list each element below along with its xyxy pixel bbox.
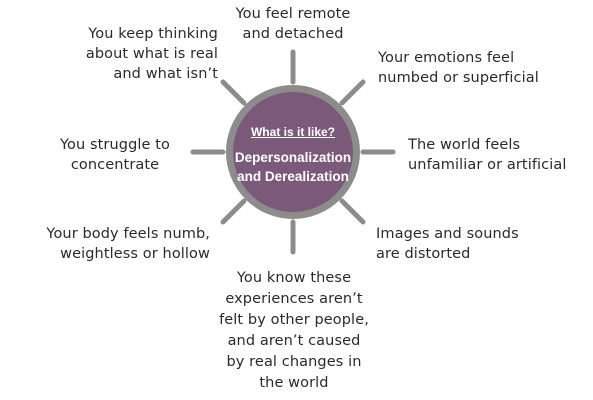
label-top-right: Your emotions feel numbed or superficial bbox=[378, 50, 539, 86]
spoke-top-right bbox=[339, 79, 366, 106]
spoke-bottom-left bbox=[220, 198, 247, 225]
label-bottom-left: Your body feels numb, weightless or holl… bbox=[46, 226, 210, 262]
label-left: You struggle to concentrate bbox=[59, 137, 171, 173]
label-top-left: You keep thinking about what is real and… bbox=[85, 26, 218, 82]
label-bottom: You know these experiences aren’t felt b… bbox=[219, 270, 369, 391]
label-right: The world feels unfamiliar or artificial bbox=[408, 137, 567, 173]
center-question: What is it like? bbox=[250, 125, 335, 139]
center-title: Depersonalization and Derealization bbox=[234, 150, 352, 184]
center-circle: What is it like? Depersonalization and D… bbox=[226, 85, 360, 219]
label-bottom-right: Images and sounds are distorted bbox=[376, 226, 519, 262]
spoke-top-left bbox=[220, 79, 247, 106]
label-top: You feel remote and detached bbox=[235, 6, 351, 42]
spoke-bottom-right bbox=[339, 198, 366, 225]
